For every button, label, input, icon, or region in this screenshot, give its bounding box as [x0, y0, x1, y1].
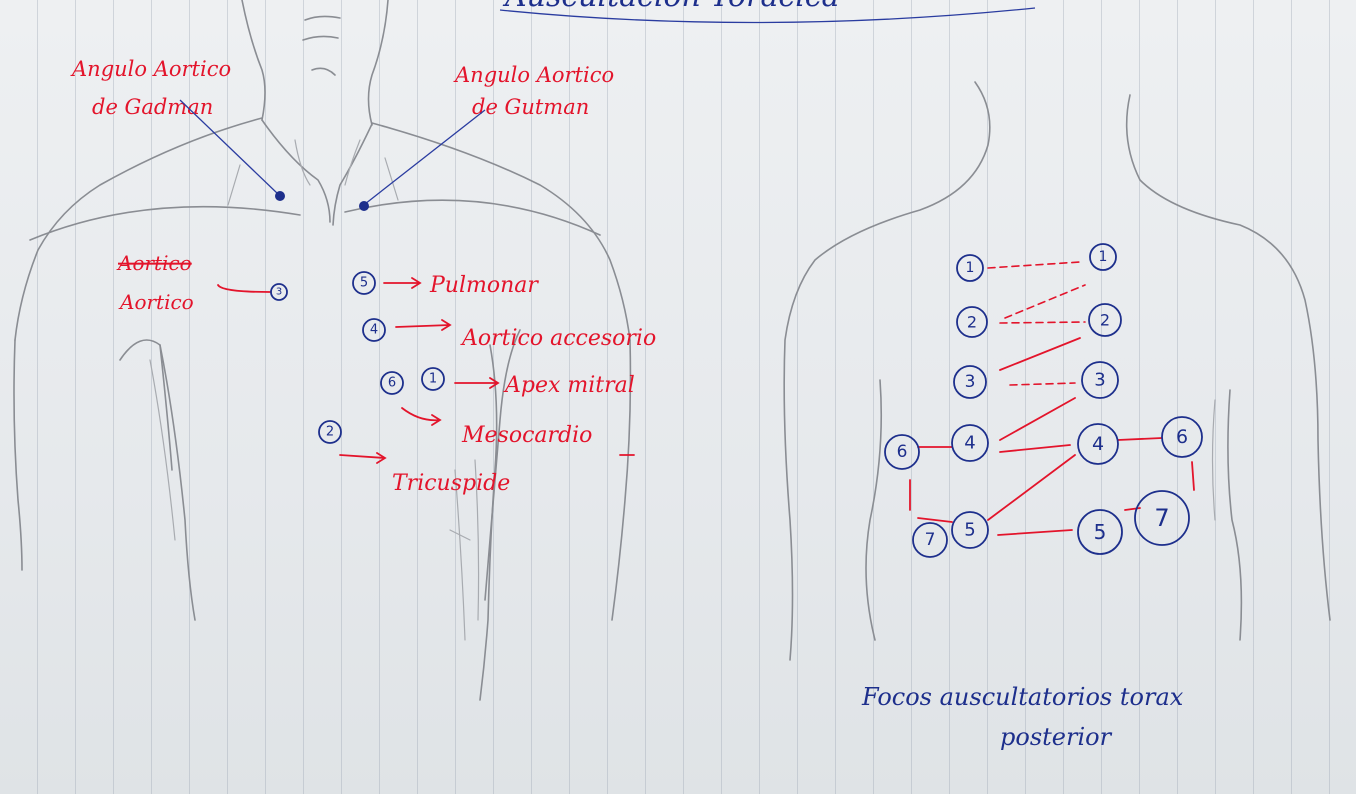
foco-tricuspide-label: Tricuspide: [392, 471, 510, 496]
right-angle-label: Angulo Aortico de Gutman: [453, 63, 614, 119]
posterior-left-4: 4: [964, 433, 975, 454]
page-title: Auscultacion Toracica: [502, 0, 839, 14]
posterior-right-5: 5: [1094, 520, 1107, 544]
aortic-label-line1: Aortico: [116, 251, 192, 275]
foco-apex-mitral: 6 1 Apex mitral: [381, 368, 635, 398]
aortic-focus-label: Aortico Aortico: [116, 251, 194, 314]
foco-mesocardio: Mesocardio: [402, 408, 634, 455]
foco-pulmonar-number: 5: [360, 276, 368, 291]
foco-pulmonar-arrow: [384, 278, 420, 288]
foco-aortico-accesorio-label: Aortico accesorio: [460, 326, 656, 351]
foco-tricuspide-number: 2: [326, 425, 334, 440]
right-angle-dot: [359, 201, 369, 211]
posterior-right-1: 1: [1099, 249, 1108, 265]
posterior-caption-line1: Focos auscultatorios torax: [861, 683, 1184, 711]
posterior-right-3: 3: [1094, 370, 1105, 391]
posterior-left-3: 3: [965, 372, 976, 392]
posterior-torso-outline: [784, 82, 1330, 660]
foco-aortico-accesorio-number: 4: [370, 323, 378, 338]
posterior-right-column: 1 2 3 4 5: [1078, 244, 1122, 554]
foco-apex-mitral-label: Apex mitral: [503, 373, 635, 398]
foco-pulmonar: 5 Pulmonar: [353, 272, 539, 298]
right-angle-label-line2: de Gutman: [472, 95, 589, 119]
posterior-side-right-7: 7: [1154, 504, 1169, 532]
left-angle-label-line1: Angulo Aortico: [70, 57, 231, 81]
foco-aortico-accesorio: 4 Aortico accesorio: [363, 319, 656, 351]
aortic-marker-number: 3: [276, 287, 282, 298]
right-angle-label-line1: Angulo Aortico: [453, 63, 614, 87]
left-angle-label: Angulo Aortico de Gadman: [70, 57, 231, 119]
left-angle-label-line2: de Gadman: [92, 95, 213, 119]
posterior-left-1: 1: [966, 260, 975, 276]
right-angle-pointer: [365, 110, 485, 204]
posterior-left-2: 2: [967, 313, 977, 332]
left-angle-dot: [275, 191, 285, 201]
posterior-caption-line2: posterior: [1000, 723, 1113, 751]
posterior-left-5: 5: [964, 520, 975, 541]
foco-apex-mitral-number: 1: [429, 372, 437, 387]
posterior-side-right-6: 6: [1176, 426, 1188, 448]
foco-pulmonar-label: Pulmonar: [429, 273, 539, 298]
posterior-side-left-6: 6: [897, 442, 908, 462]
foco-tricuspide-arrow: [340, 453, 385, 463]
posterior-side-left-7: 7: [925, 530, 936, 550]
aortic-label-line2: Aortico: [118, 290, 194, 314]
posterior-left-column: 1 2 3 4 5: [952, 255, 988, 548]
foco-mesocardio-arrow: [402, 408, 440, 425]
foco-apex-mitral-arrow: [455, 378, 498, 388]
foco-6-number: 6: [388, 376, 396, 391]
foco-aortico-accesorio-arrow: [396, 320, 450, 330]
foco-mesocardio-label: Mesocardio: [461, 423, 592, 448]
posterior-right-2: 2: [1100, 311, 1110, 330]
posterior-right-4: 4: [1092, 433, 1104, 455]
aortic-arrow: [218, 285, 270, 292]
